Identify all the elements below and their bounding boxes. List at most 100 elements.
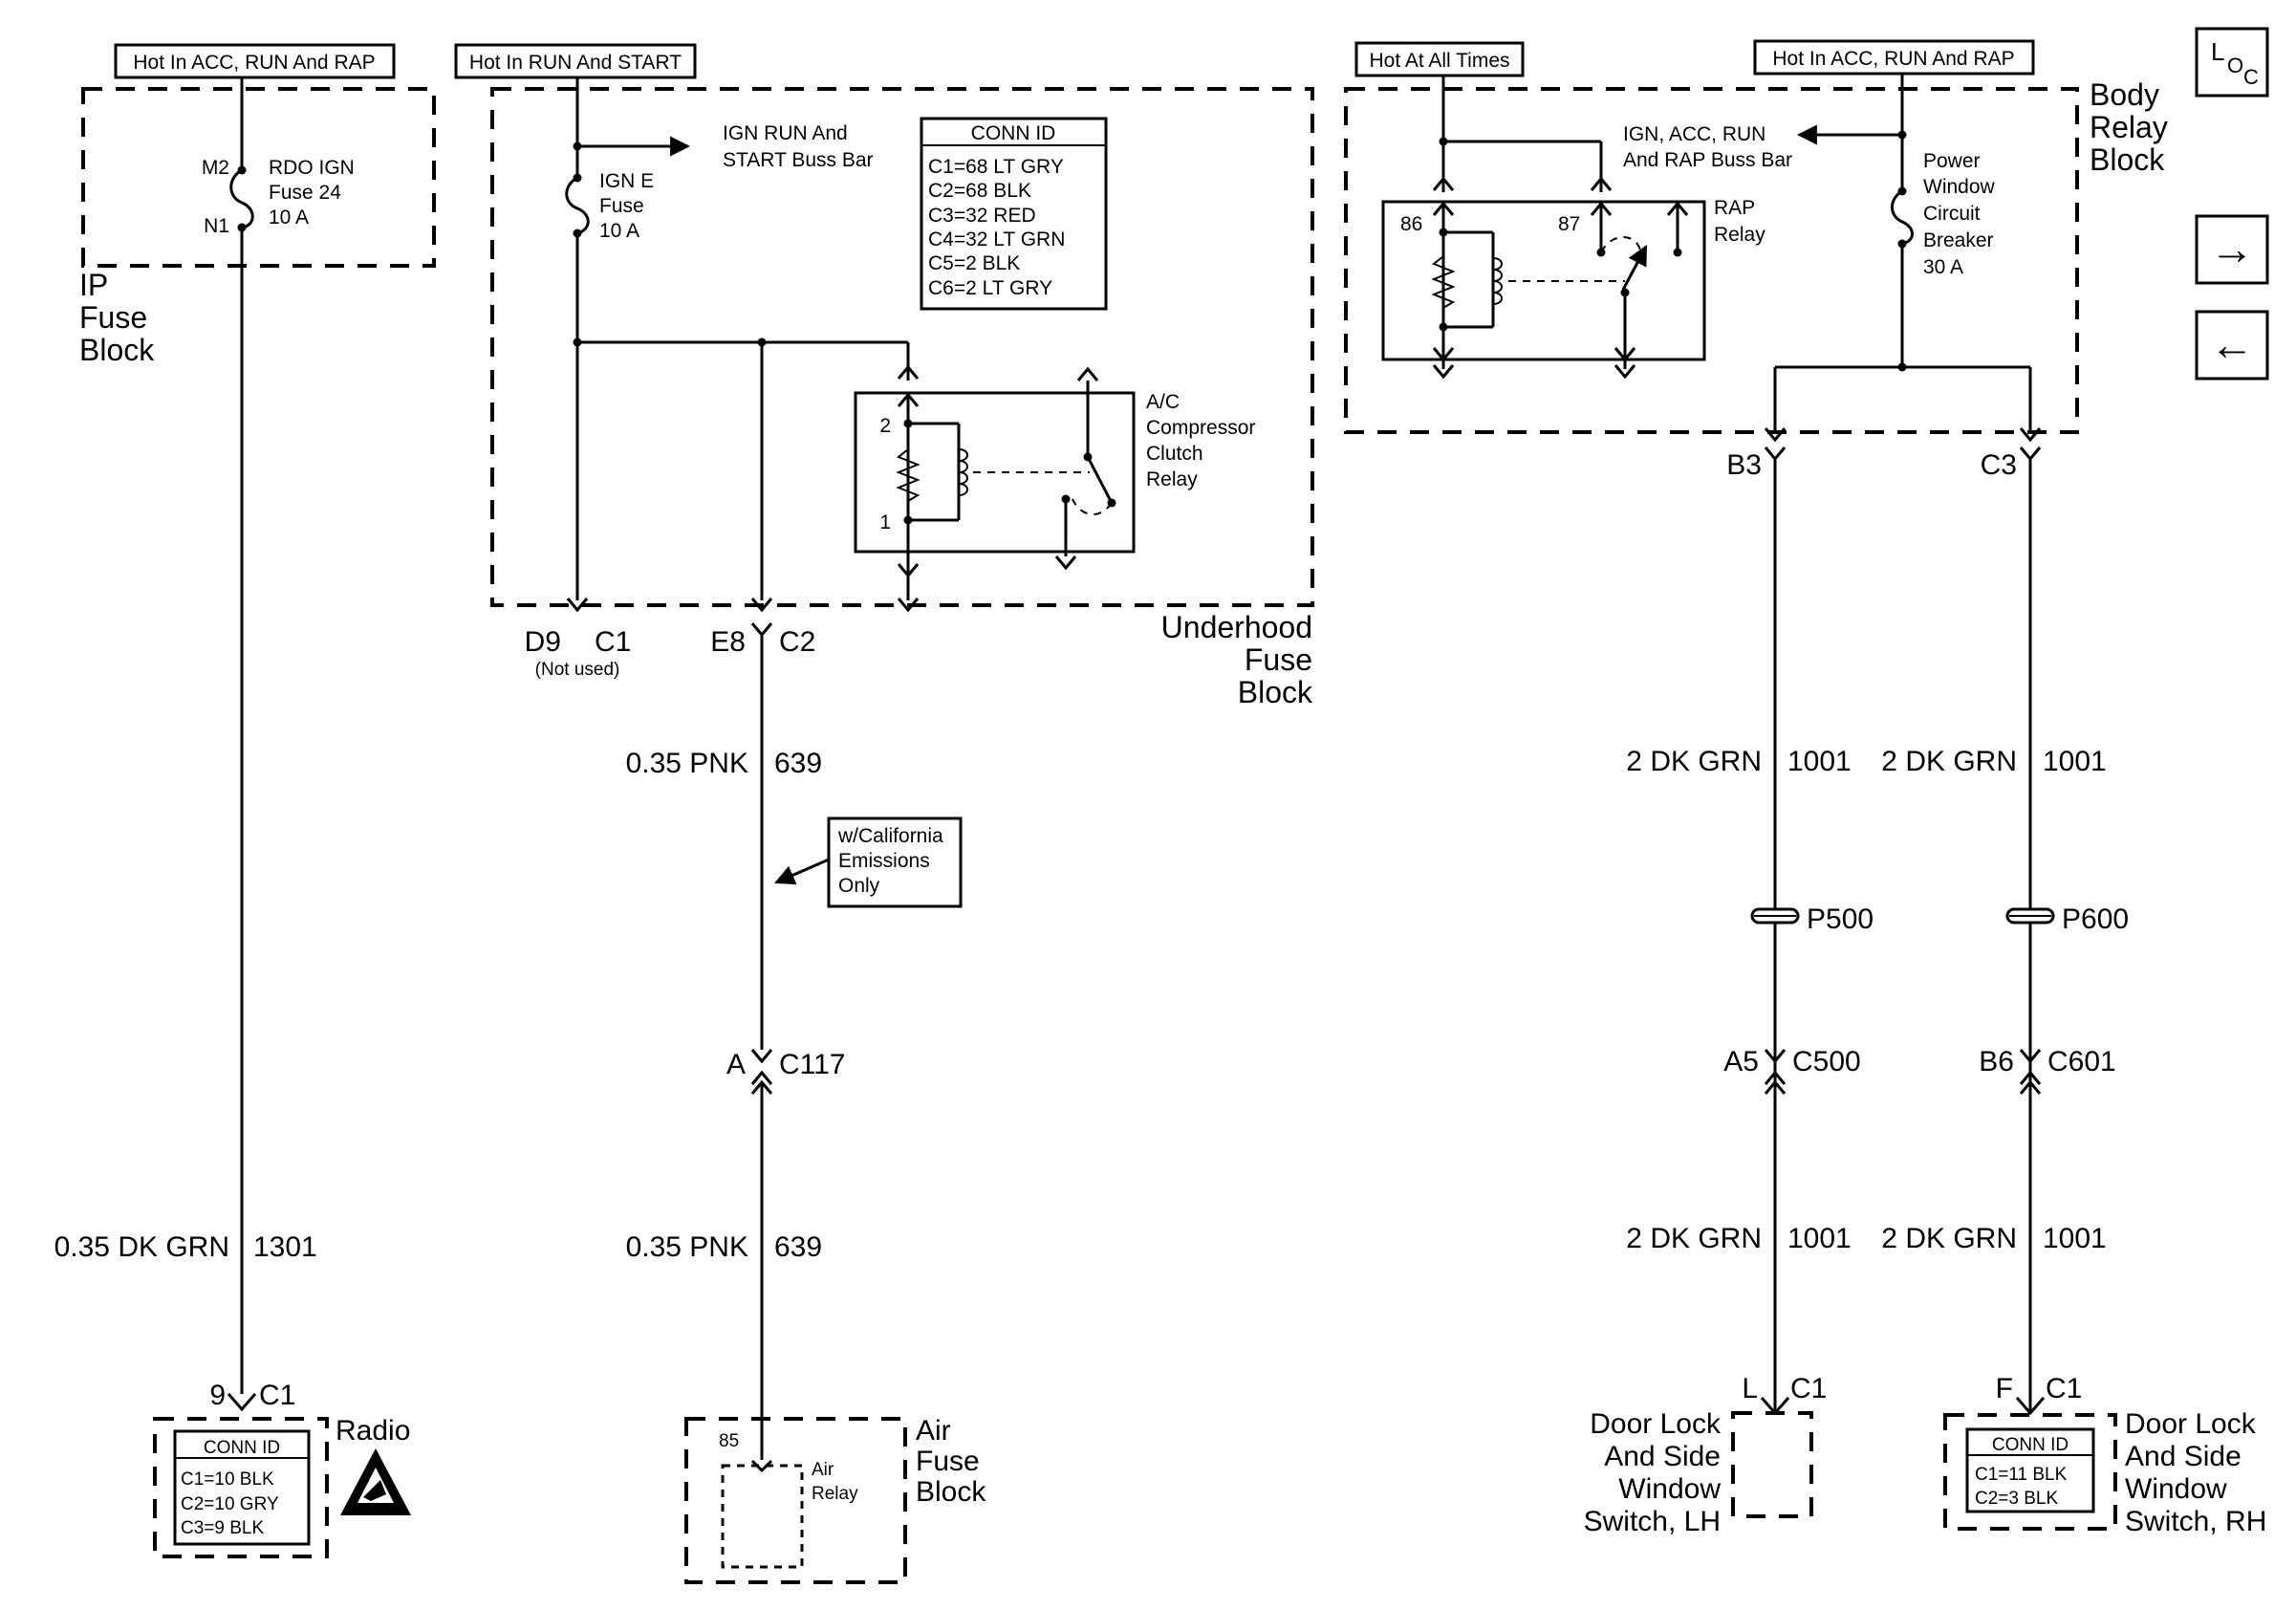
svg-text:F: F	[1996, 1373, 2013, 1404]
svg-text:C601: C601	[2047, 1046, 2116, 1077]
svg-text:w/California: w/California	[837, 825, 943, 847]
svg-text:Circuit: Circuit	[1923, 203, 1981, 225]
svg-text:Switch, LH: Switch, LH	[1584, 1506, 1721, 1537]
svg-text:And Side: And Side	[2125, 1441, 2242, 1472]
next-page-button[interactable]: →	[2195, 214, 2269, 285]
arrow-right-icon: →	[2210, 224, 2254, 273]
svg-text:2 DK GRN: 2 DK GRN	[1881, 746, 2017, 777]
brb-hot-label: Hot In ACC, RUN And RAP	[1753, 39, 2035, 76]
ufb-conn-id: CONN ID C1=68 LT GRY C2=68 BLK C3=32 RED…	[920, 117, 1108, 311]
door-lock-switch-lh: L C1 Door Lock And Side Window Switch, L…	[1584, 1373, 1828, 1537]
svg-text:Air: Air	[916, 1415, 951, 1447]
svg-text:Fuse 24: Fuse 24	[269, 182, 341, 204]
svg-text:(Not used): (Not used)	[535, 660, 620, 680]
svg-text:And Side: And Side	[1604, 1441, 1721, 1472]
c3-label: C3	[1981, 449, 2017, 481]
pnk-wire-label-top: 0.35 PNK 639	[626, 748, 822, 779]
svg-text:Hot At All Times: Hot At All Times	[1369, 50, 1509, 72]
svg-text:1: 1	[879, 511, 891, 533]
svg-text:10 A: 10 A	[269, 207, 309, 228]
ac-compressor-clutch-relay: A/C Compressor Clutch Relay 2 1	[854, 366, 1255, 613]
svg-text:IGN E: IGN E	[599, 170, 654, 192]
svg-text:Fuse: Fuse	[1245, 642, 1312, 677]
svg-text:1301: 1301	[253, 1231, 317, 1263]
svg-text:Hot In ACC, RUN And RAP: Hot In ACC, RUN And RAP	[1772, 48, 2014, 70]
svg-text:C1: C1	[595, 626, 631, 658]
svg-text:Hot In ACC, RUN And RAP: Hot In ACC, RUN And RAP	[133, 52, 375, 74]
rap-relay: RAP Relay 86 87	[1381, 197, 1765, 380]
location-button[interactable]: L O C	[2195, 27, 2269, 98]
door-lock-switch-rh: F C1 CONN ID C1=11 BLK C2=3 BLK Door Loc…	[1943, 1373, 2266, 1537]
previous-page-button[interactable]: ←	[2195, 310, 2269, 381]
svg-text:C1: C1	[259, 1380, 295, 1411]
svg-text:Door Lock: Door Lock	[2125, 1408, 2257, 1440]
air-fuse-block: Air Fuse Block 85 Air Relay	[684, 1415, 986, 1584]
california-note: w/California Emissions Only	[774, 816, 963, 908]
svg-text:2 DK GRN: 2 DK GRN	[1626, 1223, 1762, 1254]
svg-text:A: A	[726, 1049, 746, 1080]
svg-text:And RAP Buss Bar: And RAP Buss Bar	[1623, 149, 1792, 171]
svg-text:86: 86	[1400, 213, 1422, 235]
svg-text:Block: Block	[79, 333, 155, 367]
ip-fuse-block: IP Fuse Block M2 N1 RDO IGN Fuse 24 10 A	[79, 87, 436, 367]
svg-text:C3=32 RED: C3=32 RED	[928, 205, 1036, 227]
svg-text:Power: Power	[1923, 150, 1981, 172]
power-window-breaker: Power Window Circuit Breaker 30 A	[1891, 74, 1996, 372]
svg-text:Compressor: Compressor	[1146, 417, 1255, 439]
svg-text:C2=3 BLK: C2=3 BLK	[1975, 1489, 2058, 1509]
svg-text:Relay: Relay	[1146, 468, 1198, 490]
ign-e-fuse: IGN E Fuse 10 A IGN RUN And START Buss B…	[565, 77, 874, 613]
svg-text:C1=68 LT GRY: C1=68 LT GRY	[928, 156, 1064, 178]
svg-text:87: 87	[1558, 213, 1580, 235]
svg-text:2 DK GRN: 2 DK GRN	[1881, 1223, 2017, 1254]
svg-text:C1: C1	[1790, 1373, 1827, 1404]
body-relay-block: Body Relay Block	[1344, 77, 2168, 434]
svg-text:0.35 PNK: 0.35 PNK	[626, 1231, 748, 1263]
svg-text:P600: P600	[2062, 903, 2129, 935]
svg-text:C500: C500	[1792, 1046, 1861, 1077]
svg-text:639: 639	[774, 748, 822, 779]
svg-text:IGN RUN And: IGN RUN And	[723, 122, 848, 144]
radio: 9 C1 Radio CONN ID C1=10 BLK C2=10 GRY C…	[153, 1380, 410, 1558]
svg-text:30 A: 30 A	[1923, 256, 1963, 278]
svg-text:Window: Window	[1923, 176, 1996, 198]
svg-text:Window: Window	[2125, 1473, 2227, 1505]
svg-text:RDO IGN: RDO IGN	[269, 157, 355, 179]
svg-text:Block: Block	[916, 1476, 986, 1508]
svg-text:C1=10 BLK: C1=10 BLK	[181, 1469, 274, 1490]
svg-text:L: L	[2211, 37, 2224, 66]
svg-text:RAP: RAP	[1714, 197, 1755, 219]
svg-text:C: C	[2243, 65, 2259, 89]
ip-hot-label: Hot In ACC, RUN And RAP	[114, 43, 396, 79]
ip-fuse-24	[229, 77, 254, 1394]
svg-text:0.35 PNK: 0.35 PNK	[626, 748, 748, 779]
brb-buss-bar: IGN, ACC, RUN And RAP Buss Bar	[1623, 123, 1907, 171]
ufb-outputs: D9 C1 (Not used) E8 C2	[525, 626, 816, 680]
svg-text:639: 639	[774, 1231, 822, 1263]
svg-text:C2=10 GRY: C2=10 GRY	[181, 1494, 279, 1514]
svg-text:Window: Window	[1618, 1473, 1721, 1505]
svg-text:B6: B6	[1979, 1046, 2014, 1077]
svg-text:C3=9 BLK: C3=9 BLK	[181, 1518, 264, 1538]
svg-text:IGN, ACC, RUN: IGN, ACC, RUN	[1623, 123, 1765, 145]
svg-text:Only: Only	[838, 875, 880, 897]
svg-text:Underhood: Underhood	[1161, 610, 1312, 644]
svg-text:C2: C2	[779, 626, 815, 658]
svg-text:Fuse: Fuse	[79, 300, 147, 335]
svg-text:Switch, RH: Switch, RH	[2125, 1506, 2266, 1537]
svg-text:Air: Air	[812, 1460, 834, 1480]
svg-text:Fuse: Fuse	[599, 195, 644, 217]
c117-connector: A C117	[726, 1049, 846, 1095]
svg-text:0.35 DK GRN: 0.35 DK GRN	[54, 1231, 229, 1263]
svg-text:START Buss Bar: START Buss Bar	[723, 149, 874, 171]
svg-text:1001: 1001	[1787, 746, 1852, 777]
svg-text:1001: 1001	[1787, 1223, 1852, 1254]
svg-text:IP: IP	[79, 268, 108, 302]
svg-text:Block: Block	[2090, 142, 2165, 177]
svg-text:M2: M2	[202, 157, 229, 179]
svg-text:A5: A5	[1723, 1046, 1759, 1077]
svg-text:E8: E8	[710, 626, 746, 658]
svg-text:C1: C1	[2046, 1373, 2082, 1404]
svg-text:85: 85	[719, 1431, 739, 1451]
